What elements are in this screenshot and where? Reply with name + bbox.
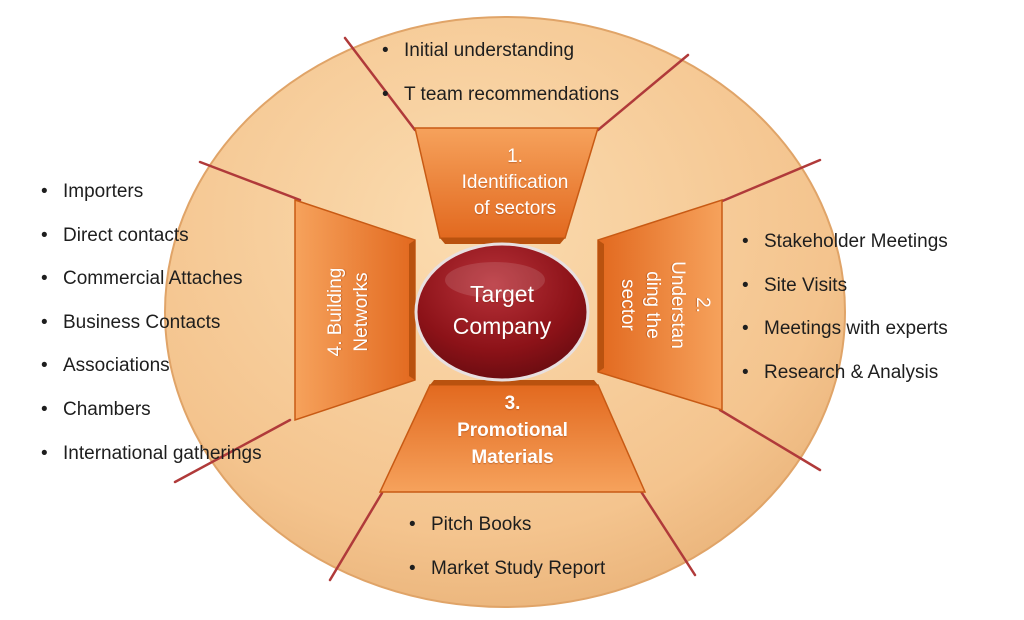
list-item: T team recommendations: [380, 84, 619, 128]
stage-4-label: 4. Building Networks: [323, 217, 383, 407]
stage-4-line-1: 4. Building: [325, 267, 346, 357]
stage-1-line-2: Identification: [461, 172, 569, 193]
stage-1-line-3: of sectors: [473, 198, 557, 219]
list-item: Site Visits: [740, 275, 948, 319]
stage-2-label: 2. Understan ding the sector: [605, 205, 715, 405]
stage-4-banner: [294, 198, 416, 422]
stage-3-banner: [378, 380, 647, 493]
bullets-right: Stakeholder Meetings Site Visits Meeting…: [740, 231, 948, 405]
stage-1-label: 1. Identification of sectors: [425, 144, 605, 222]
list-item: Market Study Report: [407, 558, 605, 602]
divider-upper-right: [718, 158, 822, 204]
stage-2-line-4: sector: [617, 279, 638, 331]
list-item: Business Contacts: [39, 312, 262, 356]
list-item: Pitch Books: [407, 514, 605, 558]
list-item: Direct contacts: [39, 225, 262, 269]
divider-bottom-right: [638, 488, 697, 577]
stage-3-line-1: 3.: [504, 393, 521, 414]
stage-2-line-2: Understan: [667, 261, 688, 349]
center-line-2: Company: [452, 313, 552, 339]
stage-4-line-2: Networks: [351, 272, 372, 352]
list-item: Stakeholder Meetings: [740, 231, 948, 275]
stage-2-line-3: ding the: [642, 271, 663, 339]
list-item: Chambers: [39, 399, 262, 443]
list-item: International gatherings: [39, 443, 262, 487]
stage-3-line-3: Materials: [471, 447, 554, 468]
list-item: Initial understanding: [380, 40, 619, 84]
stage-2-banner: [597, 198, 723, 412]
bullets-left: Importers Direct contacts Commercial Att…: [39, 181, 262, 486]
stage-2-line-1: 2.: [692, 297, 713, 313]
stage-1-banner: [414, 127, 600, 244]
list-item: Meetings with experts: [740, 318, 948, 362]
list-item: Importers: [39, 181, 262, 225]
list-item: Commercial Attaches: [39, 268, 262, 312]
center-ellipse: [414, 242, 590, 382]
divider-bottom-left: [328, 491, 384, 582]
stage-3-line-2: Promotional: [457, 420, 568, 441]
stage-1-line-1: 1.: [507, 146, 523, 167]
stage-3-label: 3. Promotional Materials: [420, 390, 605, 471]
list-item: Research & Analysis: [740, 362, 948, 406]
bullets-top: Initial understanding T team recommendat…: [380, 40, 619, 127]
list-item: Associations: [39, 355, 262, 399]
divider-lower-right: [718, 408, 822, 472]
center-label: Target Company: [432, 278, 572, 342]
bullets-bottom: Pitch Books Market Study Report: [407, 514, 605, 601]
center-line-1: Target: [470, 281, 534, 307]
